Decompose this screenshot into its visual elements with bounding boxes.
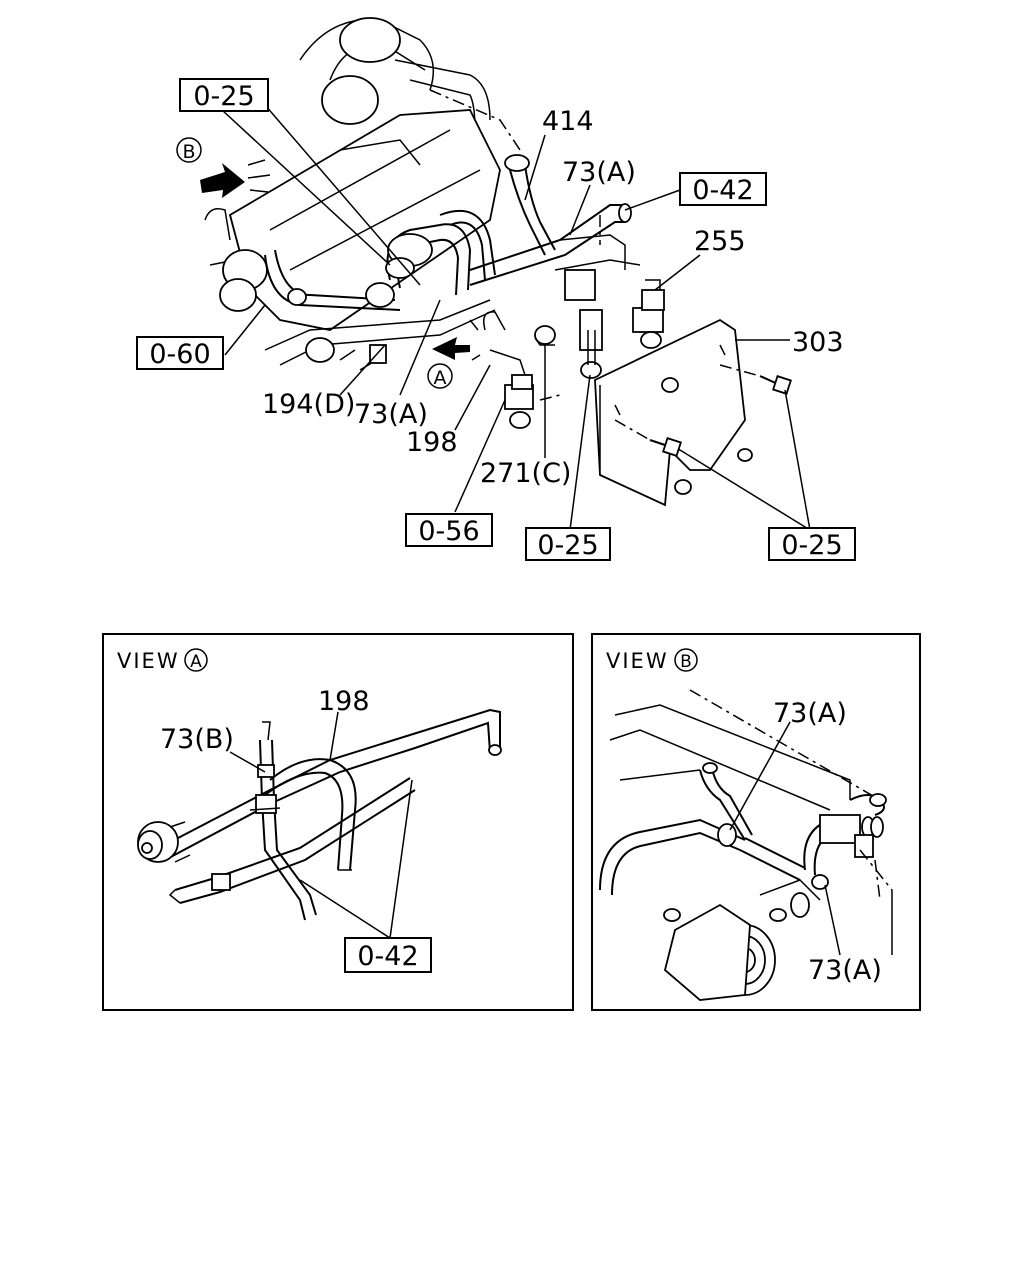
view-b-marker: B (680, 652, 692, 672)
svg-text:A: A (434, 367, 447, 389)
ref-box-060: 0-60 (136, 336, 224, 370)
view-b-label-73a-bottom: 73(A) (808, 955, 882, 986)
view-b-title: VIEW (606, 649, 669, 673)
leader-lines (221, 104, 811, 531)
engine-illustration (200, 17, 792, 507)
main-labels: 0-25 0-42 0-60 0-56 0-25 0-25 414 73(A) … (136, 78, 856, 561)
view-a-ref-box-042: 0-42 (344, 937, 432, 973)
part-label-198: 198 (406, 427, 458, 458)
ref-label: 0-25 (781, 530, 842, 561)
ref-label: 0-60 (149, 339, 210, 370)
marker-b: B (176, 137, 202, 163)
ref-label: 0-42 (692, 175, 753, 206)
part-label-414: 414 (542, 106, 594, 137)
svg-text:B: B (182, 141, 195, 163)
ref-box-025-mid: 0-25 (525, 527, 611, 561)
ref-box-025-top: 0-25 (179, 78, 269, 112)
view-a-title: VIEW (117, 649, 180, 673)
view-b-label-73a-top: 73(A) (773, 698, 847, 729)
part-label-73a-left: 73(A) (354, 399, 428, 430)
marker-a: A (427, 363, 453, 389)
view-a-label-73b: 73(B) (160, 724, 234, 755)
view-a-panel: VIEW A 198 73(B) (102, 633, 574, 1011)
ref-box-042-top: 0-42 (679, 172, 767, 206)
view-a-marker: A (190, 652, 202, 672)
part-label-255: 255 (694, 226, 746, 257)
ref-label: 0-25 (193, 81, 254, 112)
part-label-194d: 194(D) (262, 389, 355, 420)
view-a-label-198: 198 (318, 686, 370, 717)
ref-box-056: 0-56 (405, 513, 493, 547)
ref-box-025-right: 0-25 (768, 527, 856, 561)
ref-label: 0-42 (357, 941, 418, 972)
part-label-73a: 73(A) (562, 157, 636, 188)
part-label-271c: 271(C) (480, 458, 571, 489)
view-b-panel: VIEW B (591, 633, 921, 1011)
ref-label: 0-25 (537, 530, 598, 561)
part-label-303: 303 (792, 327, 844, 358)
ref-label: 0-56 (418, 516, 479, 547)
